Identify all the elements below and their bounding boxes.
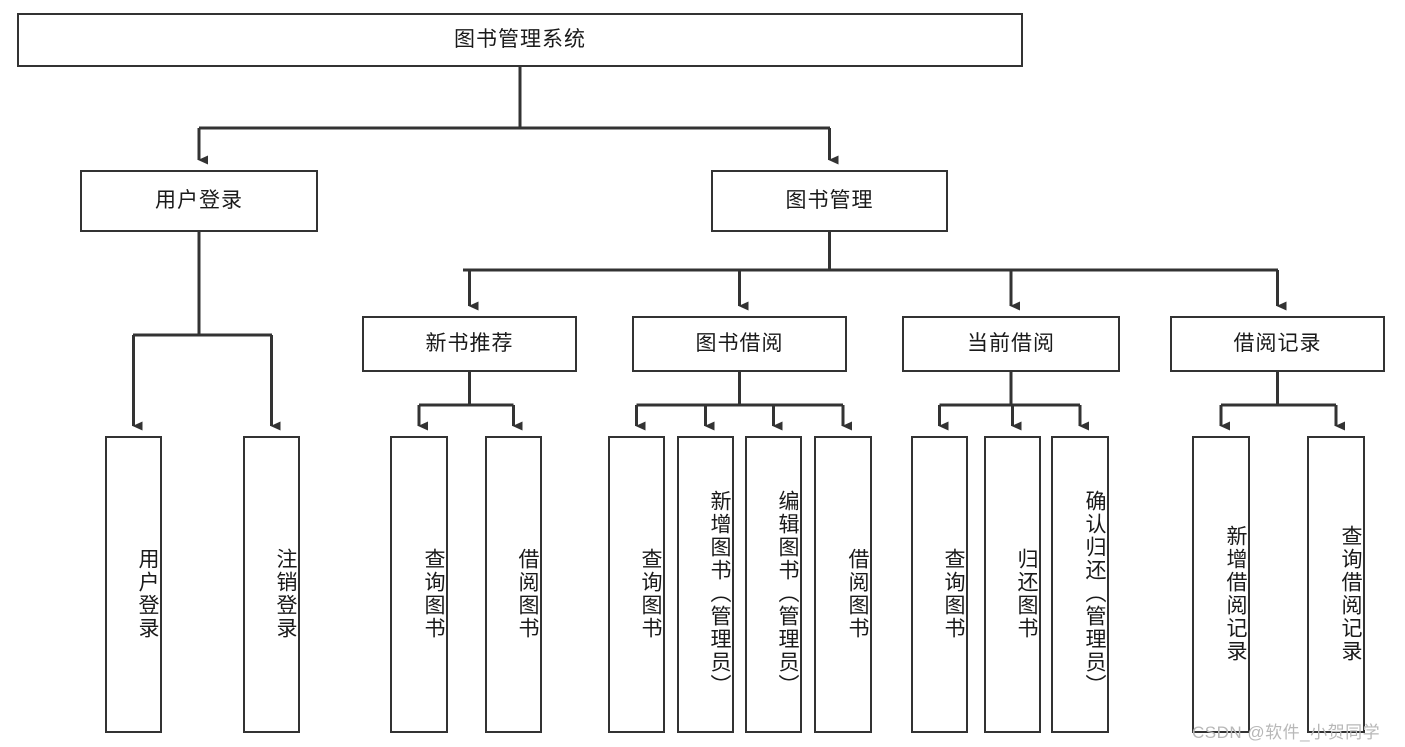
- node-user-login-label: 用户登录: [155, 188, 243, 212]
- leaf-confirm-return-label: 确认归还（管理员）: [1083, 490, 1106, 697]
- node-current-borrow[interactable]: 当前借阅: [902, 316, 1120, 372]
- leaf-query-book-1-label: 查询图书: [422, 547, 445, 640]
- leaf-logout-label: 注销登录: [274, 547, 297, 640]
- leaf-user-login-label: 用户登录: [136, 547, 159, 640]
- leaf-borrow-book-1[interactable]: 借阅图书: [485, 436, 542, 733]
- leaf-borrow-book-2-label: 借阅图书: [846, 547, 869, 640]
- leaf-query-record[interactable]: 查询借阅记录: [1307, 436, 1365, 733]
- node-book-manage[interactable]: 图书管理: [711, 170, 948, 232]
- node-book-borrow[interactable]: 图书借阅: [632, 316, 847, 372]
- node-borrow-record[interactable]: 借阅记录: [1170, 316, 1385, 372]
- node-borrow-record-label: 借阅记录: [1233, 331, 1322, 355]
- node-book-borrow-label: 图书借阅: [695, 331, 784, 355]
- leaf-query-book-2[interactable]: 查询图书: [608, 436, 665, 733]
- leaf-borrow-book-2[interactable]: 借阅图书: [814, 436, 872, 733]
- leaf-query-book-3-label: 查询图书: [942, 547, 965, 640]
- leaf-query-book-1[interactable]: 查询图书: [390, 436, 448, 733]
- leaf-add-book[interactable]: 新增图书（管理员）: [677, 436, 734, 733]
- leaf-edit-book[interactable]: 编辑图书（管理员）: [745, 436, 802, 733]
- leaf-query-book-2-label: 查询图书: [639, 547, 662, 640]
- node-user-login[interactable]: 用户登录: [80, 170, 318, 232]
- leaf-confirm-return[interactable]: 确认归还（管理员）: [1051, 436, 1109, 733]
- leaf-add-record-label: 新增借阅记录: [1224, 524, 1247, 663]
- node-new-book-recommend-label: 新书推荐: [425, 331, 514, 355]
- leaf-query-book-3[interactable]: 查询图书: [911, 436, 968, 733]
- leaf-add-book-label: 新增图书（管理员）: [708, 490, 731, 697]
- node-root[interactable]: 图书管理系统: [17, 13, 1023, 67]
- node-new-book-recommend[interactable]: 新书推荐: [362, 316, 577, 372]
- leaf-edit-book-label: 编辑图书（管理员）: [776, 490, 799, 697]
- node-root-label: 图书管理系统: [454, 27, 586, 51]
- csdn-watermark: CSDN @软件_小贺同学: [1192, 723, 1381, 742]
- leaf-logout[interactable]: 注销登录: [243, 436, 300, 733]
- node-book-manage-label: 图书管理: [785, 188, 874, 212]
- leaf-return-book-label: 归还图书: [1015, 547, 1038, 640]
- node-current-borrow-label: 当前借阅: [967, 331, 1055, 355]
- leaf-query-record-label: 查询借阅记录: [1339, 524, 1362, 663]
- leaf-add-record[interactable]: 新增借阅记录: [1192, 436, 1250, 733]
- leaf-borrow-book-1-label: 借阅图书: [516, 547, 539, 640]
- leaf-user-login[interactable]: 用户登录: [105, 436, 162, 733]
- leaf-return-book[interactable]: 归还图书: [984, 436, 1041, 733]
